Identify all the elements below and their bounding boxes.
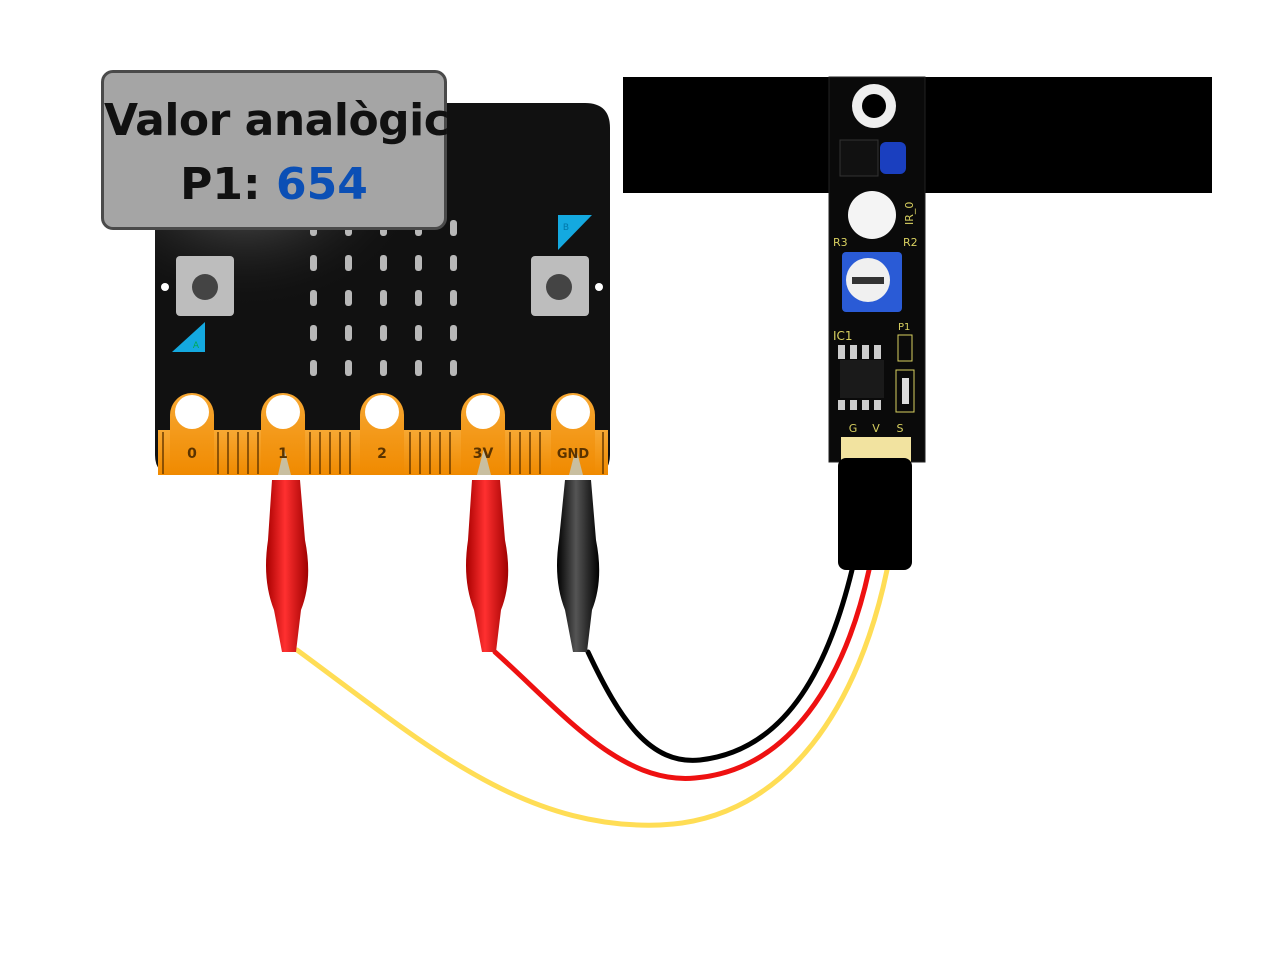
clip-red-pin1[interactable] — [266, 448, 309, 652]
pin-label: GND — [557, 447, 590, 462]
readout-title: Valor analògic — [104, 95, 450, 146]
sensor-label: IR_0 — [903, 202, 916, 225]
readout-pin-label: P1: — [180, 159, 261, 210]
mounting-hole — [848, 191, 896, 239]
ir-emitter — [880, 142, 906, 174]
pin-labels: 0 1 2 3V GND — [187, 446, 589, 462]
r3-label: R3 — [833, 236, 848, 249]
r2-label: R2 — [903, 236, 918, 249]
pin-3v[interactable] — [461, 393, 505, 475]
pin-s-label: S — [897, 422, 904, 435]
wires — [294, 567, 890, 828]
clip-black-gnd[interactable] — [557, 448, 600, 652]
button-a[interactable]: A — [161, 256, 234, 352]
ir-sensor-module: IR_0 R3 R2 IC1 P1 G V S — [828, 76, 926, 463]
button-a-label: A — [193, 341, 200, 351]
pin-0[interactable] — [170, 393, 214, 475]
readout-line: P1: 654 — [104, 163, 444, 207]
pin-2[interactable] — [360, 393, 404, 475]
pin-label: 0 — [187, 446, 197, 462]
pin-g-label: G — [849, 422, 858, 435]
pin-label: 3V — [473, 446, 494, 462]
analog-readout-panel: Valor analògic P1: 654 — [101, 70, 450, 230]
pin-label: 2 — [377, 446, 387, 462]
wire-yellow — [294, 567, 890, 828]
clip-red-3v[interactable] — [466, 448, 509, 652]
ir-receiver — [839, 139, 879, 177]
button-b-label: B — [563, 223, 569, 233]
pin-gnd[interactable] — [551, 393, 595, 475]
wire-black — [585, 567, 855, 763]
wire-red — [492, 567, 872, 781]
pin-v-label: V — [872, 422, 880, 435]
button-b-marker — [558, 215, 592, 250]
pin-1[interactable] — [261, 393, 305, 475]
sensor-connector[interactable] — [838, 458, 912, 570]
pin-label: 1 — [278, 446, 288, 462]
button-a-marker — [172, 322, 205, 352]
button-b[interactable]: B — [531, 215, 603, 316]
p1-label: P1 — [898, 322, 910, 333]
pin-header — [841, 437, 911, 462]
readout-value: 654 — [275, 159, 368, 210]
ic1-label: IC1 — [833, 329, 853, 343]
